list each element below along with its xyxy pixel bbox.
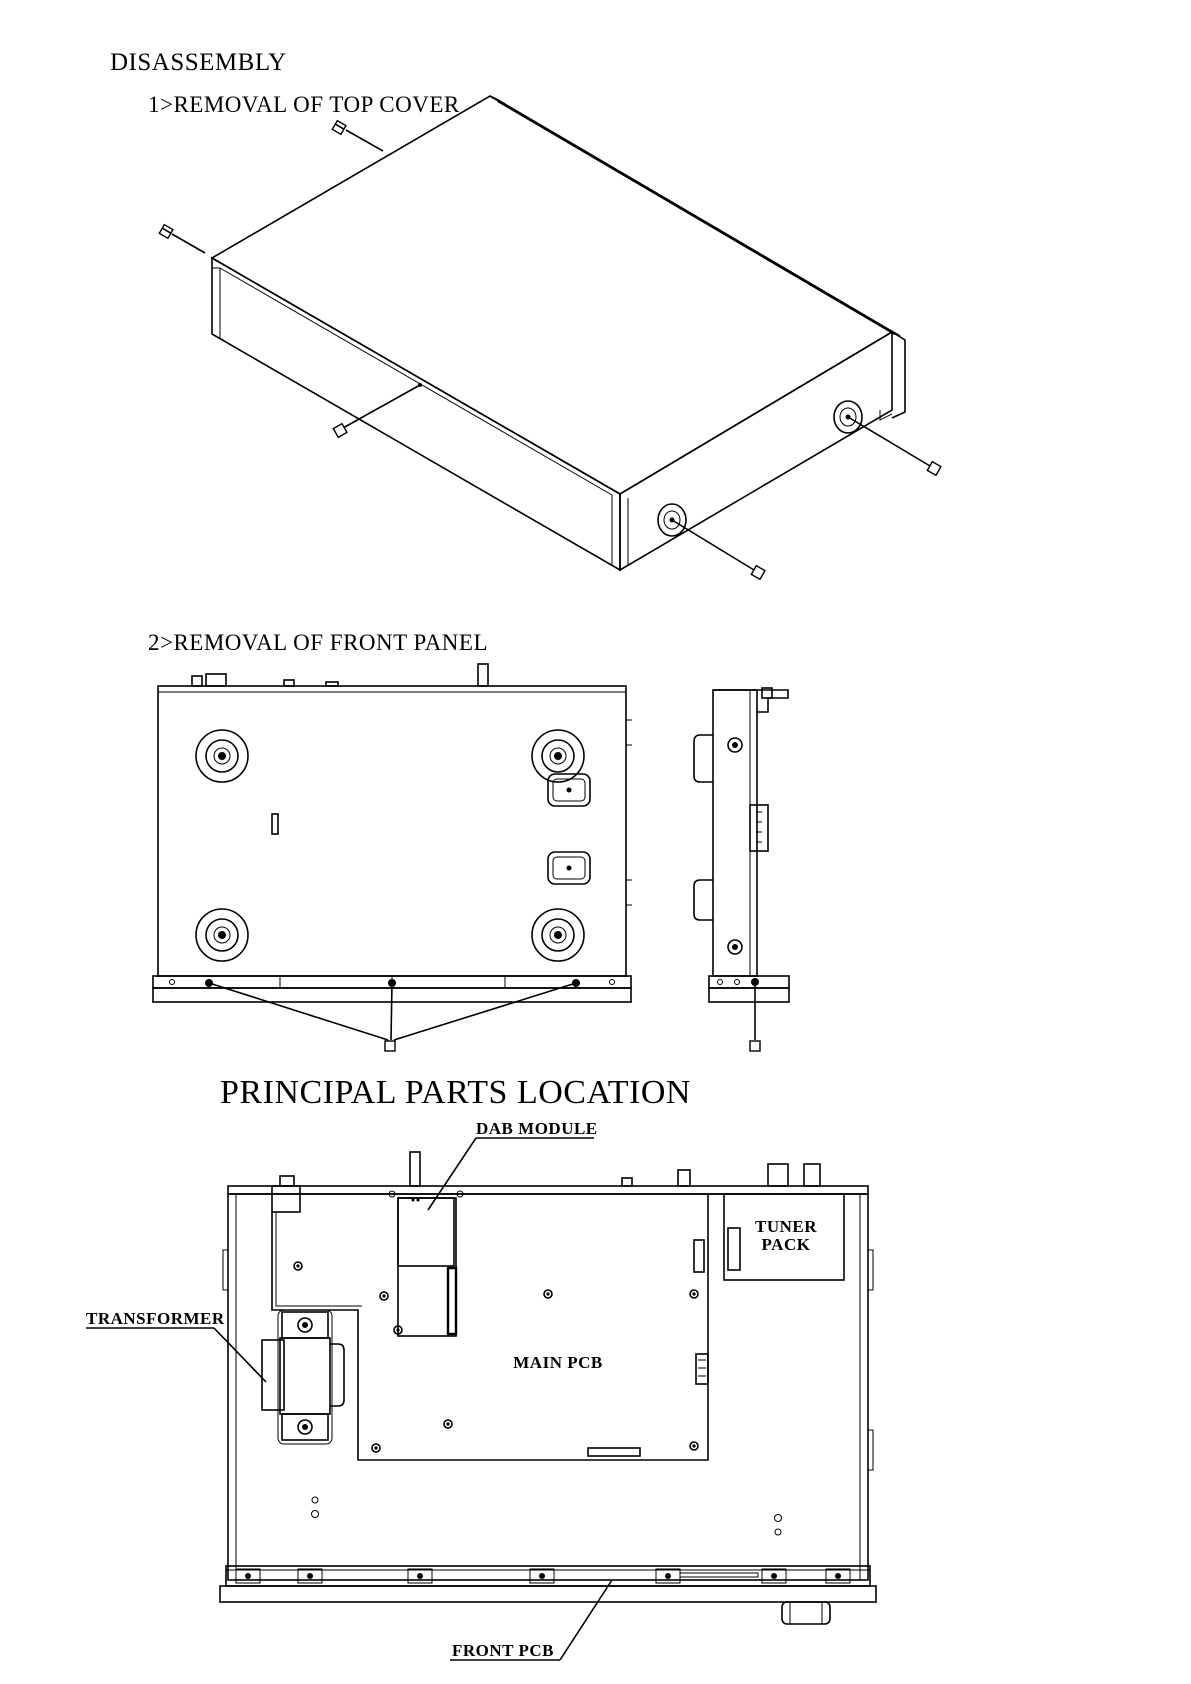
foot (532, 909, 584, 961)
step-2-label: 2>REMOVAL OF FRONT PANEL (148, 630, 488, 655)
main-pcb-label: MAIN PCB (513, 1353, 602, 1372)
dab-module-callout: DAB MODULE (428, 1119, 598, 1210)
tuner-pack-label-line1: TUNER (755, 1217, 817, 1236)
transformer-callout: TRANSFORMER (86, 1309, 266, 1382)
foot (196, 730, 248, 782)
side-view-figure (694, 688, 789, 1051)
tuner-pack-callout: TUNER PACK (755, 1217, 817, 1254)
page-title: DISASSEMBLY (110, 49, 287, 76)
transformer-label: TRANSFORMER (86, 1309, 225, 1328)
front-pcb-callout: FRONT PCB (450, 1580, 612, 1660)
parts-section-title: PRINCIPAL PARTS LOCATION (220, 1074, 691, 1111)
bottom-view-figure (153, 664, 632, 1051)
foot (196, 909, 248, 961)
step-1-label: 1>REMOVAL OF TOP COVER (148, 92, 460, 117)
dab-module-label: DAB MODULE (476, 1119, 598, 1138)
front-pcb-label: FRONT PCB (452, 1641, 554, 1660)
top-cover-isometric-figure (159, 96, 941, 579)
tuner-pack-label-line2: PACK (762, 1235, 811, 1254)
